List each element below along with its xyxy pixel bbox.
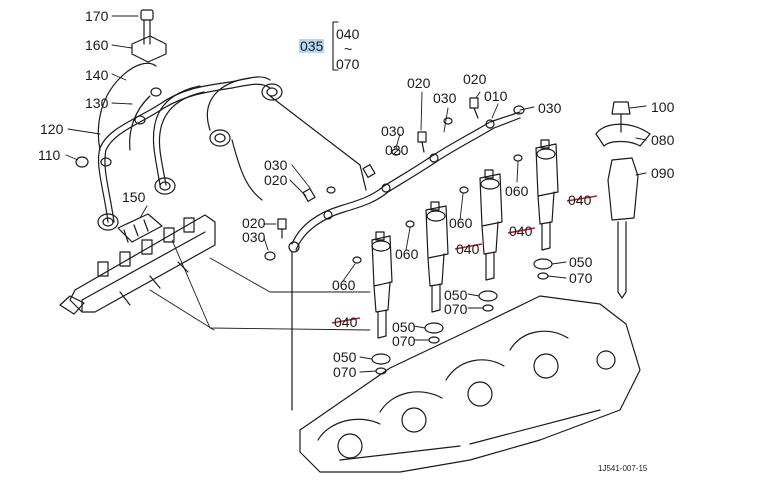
leak-off-pipe xyxy=(288,111,521,411)
callout-050-c: 050 xyxy=(392,319,416,335)
callout-150: 150 xyxy=(122,189,146,205)
callout-070-c: 070 xyxy=(392,333,416,349)
callout-060-c: 060 xyxy=(395,246,419,262)
clamp-150 xyxy=(117,213,163,243)
callout-080: 080 xyxy=(651,132,675,148)
callout-170: 170 xyxy=(85,8,109,24)
cylinder-head xyxy=(299,295,641,473)
callout-040-c: 040 xyxy=(456,241,480,257)
callout-040-b: 040 xyxy=(509,223,533,239)
range-top: 040 xyxy=(336,26,360,42)
callout-050-d: 050 xyxy=(333,349,357,365)
callout-030-c: 030 xyxy=(381,123,405,139)
callout-140: 140 xyxy=(85,67,109,83)
callout-070-d: 070 xyxy=(333,364,357,380)
callout-060-b: 060 xyxy=(449,215,473,231)
pipe-fittings xyxy=(75,83,283,231)
banjo-bolts xyxy=(264,97,525,261)
callout-130: 130 xyxy=(85,95,109,111)
range-tilde: ~ xyxy=(344,41,353,57)
bracket-160 xyxy=(131,35,167,63)
callout-030-d: 030 xyxy=(264,157,288,173)
callout-020-d: 020 xyxy=(264,172,288,188)
callout-020-a: 020 xyxy=(407,75,431,91)
callout-010: 010 xyxy=(484,88,508,104)
range-bracket xyxy=(332,21,339,71)
bolt-170 xyxy=(140,9,154,45)
callout-070-b: 070 xyxy=(444,301,468,317)
callout-120: 120 xyxy=(40,121,64,137)
callout-160: 160 xyxy=(85,37,109,53)
callout-060-d: 060 xyxy=(332,277,356,293)
range-bottom: 070 xyxy=(336,56,360,72)
strike-marks xyxy=(331,195,598,324)
callout-090: 090 xyxy=(651,165,675,181)
nozzle-holder-clamp xyxy=(595,101,651,299)
callout-030-a: 030 xyxy=(433,90,457,106)
callout-020-e: 020 xyxy=(242,215,266,231)
callout-110: 110 xyxy=(38,147,61,163)
injector-1 xyxy=(371,231,393,339)
callout-035: 035 xyxy=(299,38,325,54)
callout-030-e: 030 xyxy=(242,229,266,245)
injector-2 xyxy=(425,201,449,313)
injector-3 xyxy=(479,169,503,281)
callout-070-a: 070 xyxy=(569,270,593,286)
callout-100: 100 xyxy=(651,99,675,115)
common-rail xyxy=(59,214,216,315)
callout-040-d: 040 xyxy=(334,314,358,330)
callout-040-a: 040 xyxy=(568,192,592,208)
injection-pipes xyxy=(97,62,367,223)
figure-code: 1J541-007-15 xyxy=(598,464,648,473)
leader-lines xyxy=(65,15,647,373)
callout-050-b: 050 xyxy=(444,287,468,303)
callout-030-b: 030 xyxy=(538,100,562,116)
callout-020-b: 020 xyxy=(463,71,487,87)
callout-060-a: 060 xyxy=(505,183,529,199)
injector-4 xyxy=(535,139,559,251)
callout-050-a: 050 xyxy=(569,254,593,270)
callout-020-c: 020 xyxy=(385,142,409,158)
